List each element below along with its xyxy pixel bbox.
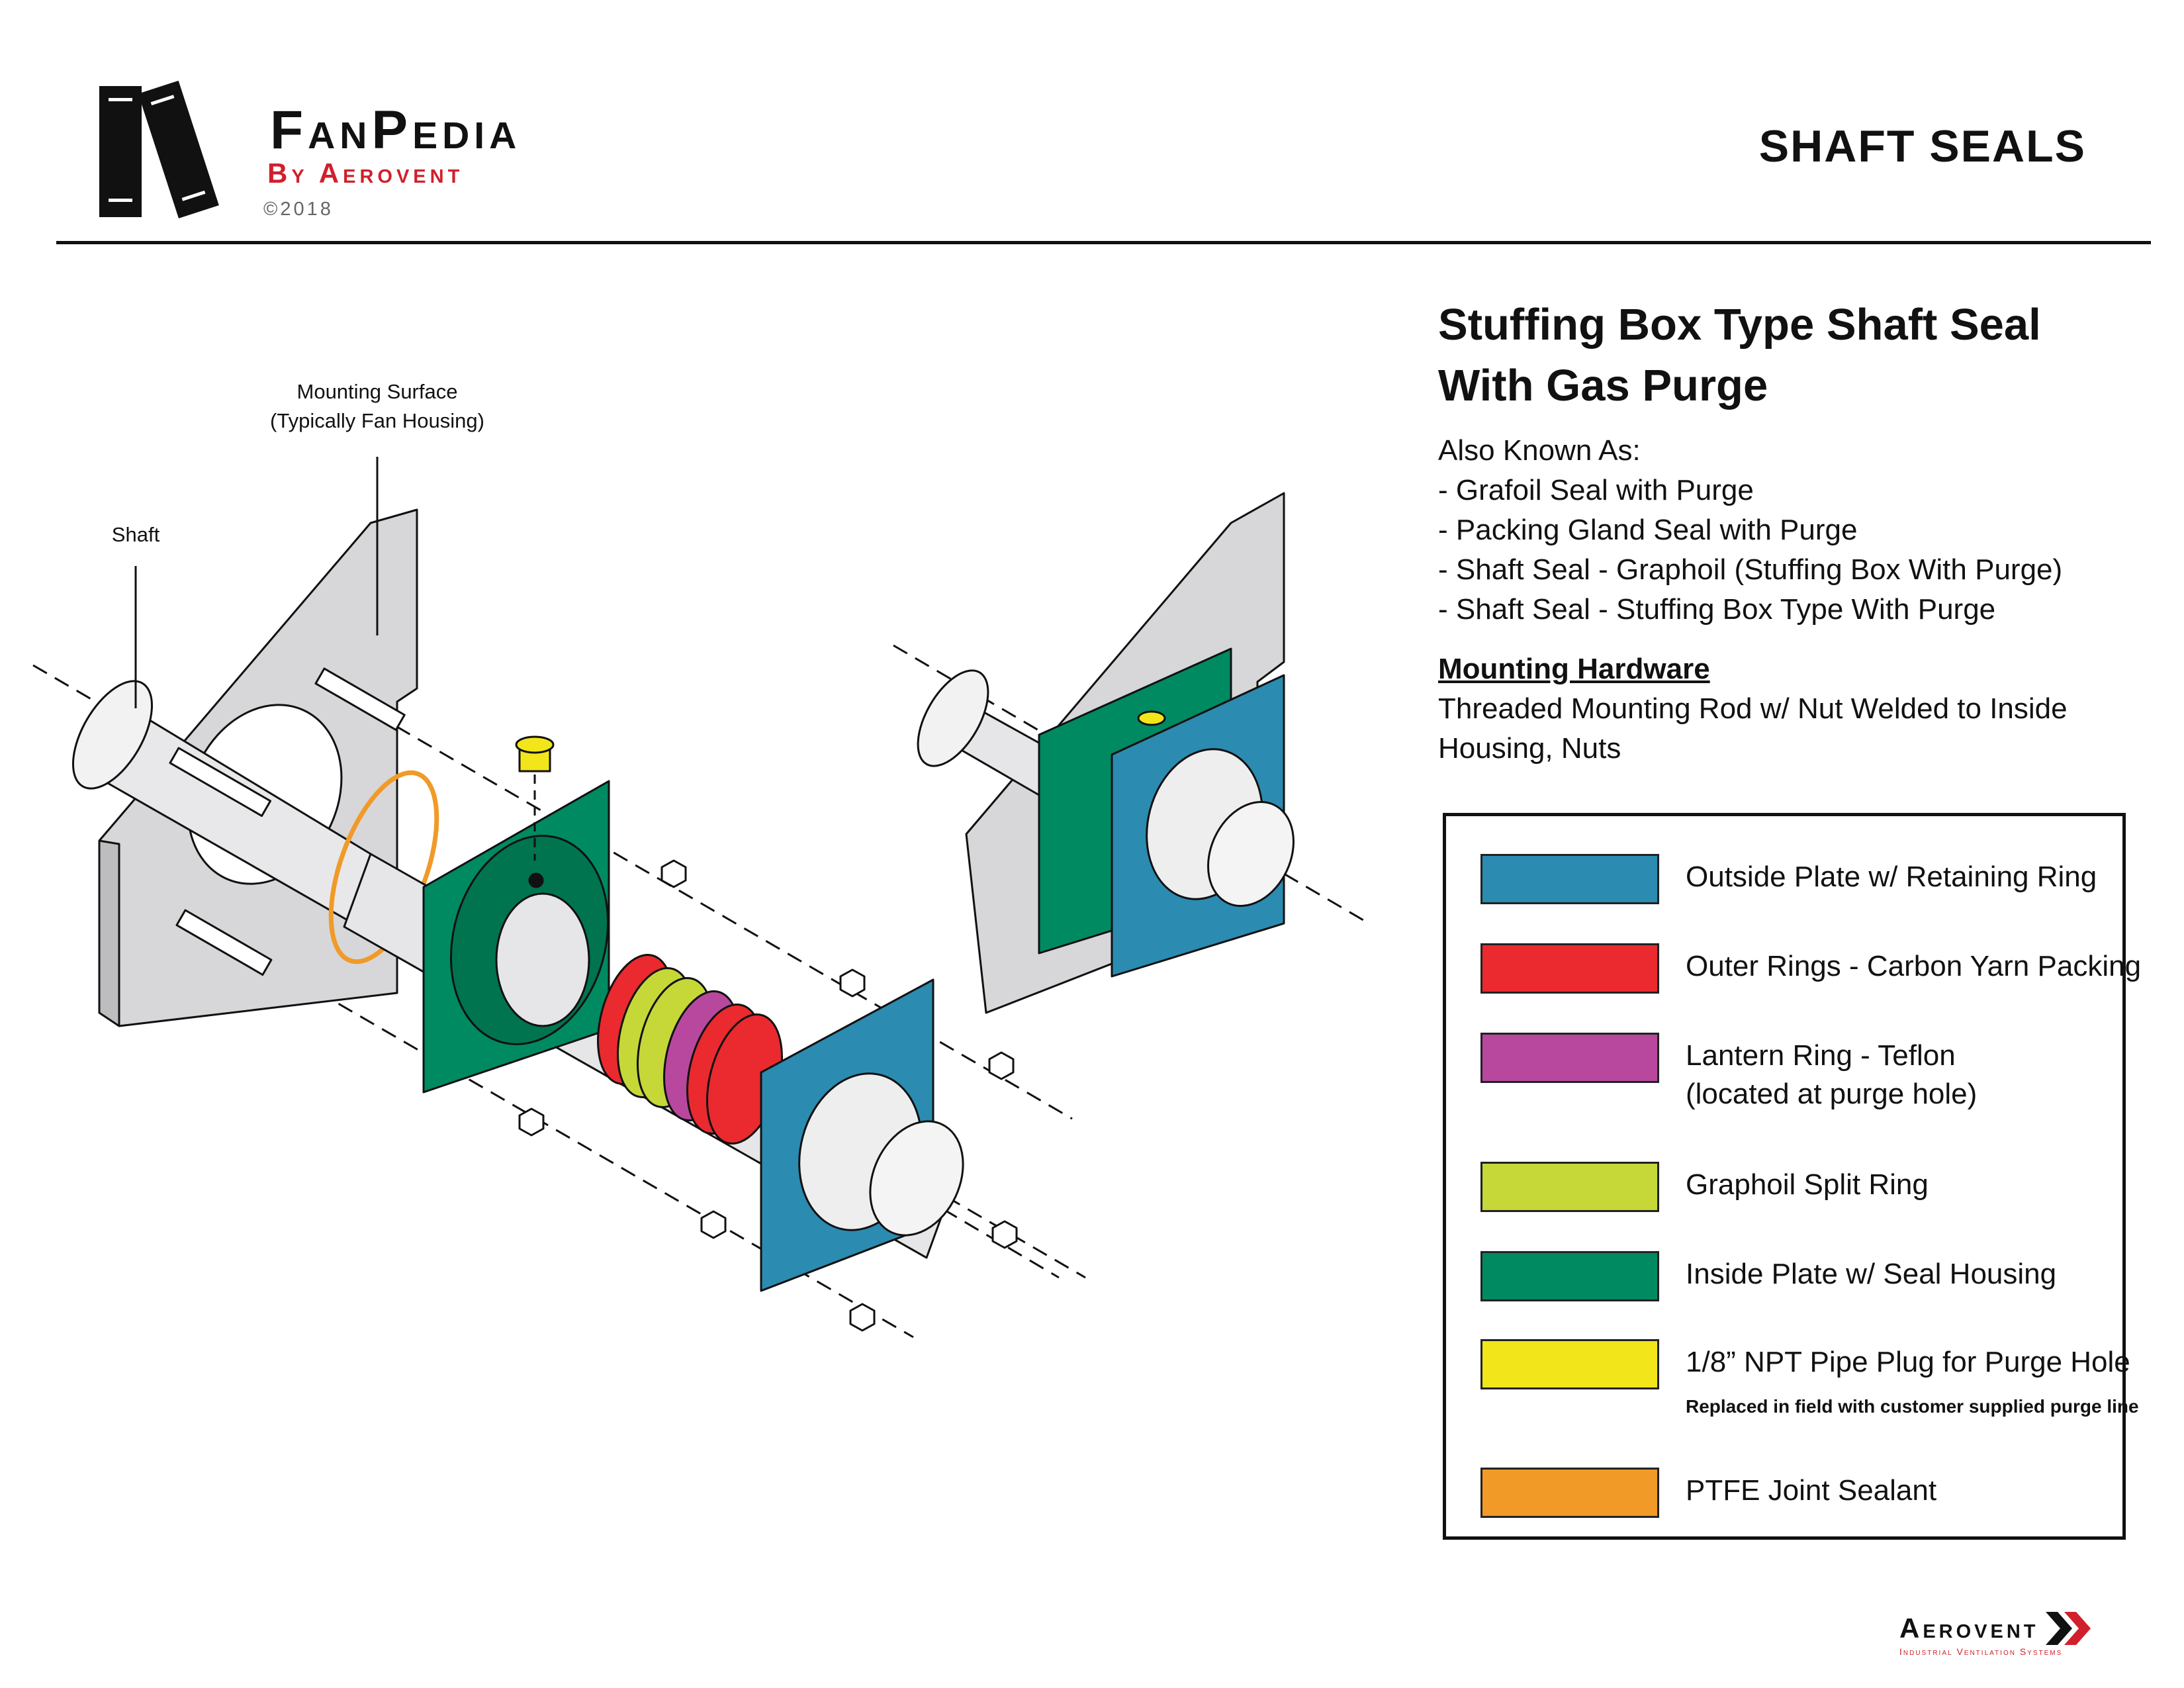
legend-note: Replaced in field with customer supplied…: [1686, 1396, 2139, 1417]
legend-swatch: [1480, 854, 1659, 904]
threaded-rod: [169, 667, 406, 976]
outside-plate-retaining-ring: [760, 978, 964, 1292]
legend-swatch: [1480, 1468, 1659, 1518]
hex-nuts: [518, 859, 1018, 1332]
inside-plate-seal-housing: [422, 780, 610, 1094]
label-mounting-surface: Mounting Surface (Typically Fan Housing): [270, 380, 484, 432]
hardware-heading: Mounting Hardware: [1438, 653, 1710, 685]
page-title: SHAFT SEALS: [1758, 121, 2086, 171]
legend-swatch: [1480, 1339, 1659, 1389]
brand-subtitle: By Aerovent: [267, 158, 464, 189]
hardware-text: Threaded Mounting Rod w/ Nut Welded to I…: [1438, 692, 2068, 765]
info-panel: Stuffing Box Type Shaft Seal With Gas Pu…: [1438, 295, 2166, 769]
brand-name: FanPedia: [270, 100, 522, 160]
footer-logo: Aerovent Industrial Ventilation Systems: [1899, 1612, 2092, 1657]
header-divider: [56, 241, 2151, 244]
legend-swatch: [1480, 943, 1659, 994]
label-shaft: Shaft: [111, 523, 160, 546]
legend-box: Outside Plate w/ Retaining Ring Outer Ri…: [1443, 813, 2141, 1540]
ptfe-joint-sealant: [328, 770, 439, 964]
diagram-title: Stuffing Box Type Shaft Seal With Gas Pu…: [1438, 300, 2041, 410]
legend-swatch: [1480, 1162, 1659, 1212]
aka-item: - Grafoil Seal with Purge: [1438, 474, 1754, 506]
aka-item: - Shaft Seal - Stuffing Box Type With Pu…: [1438, 593, 1996, 626]
legend-swatch: [1480, 1251, 1659, 1301]
aka-item: - Shaft Seal - Graphoil (Stuffing Box Wi…: [1438, 553, 2063, 586]
exploded-seal-diagram: [32, 457, 1364, 1338]
also-known-as: Also Known As: - Grafoil Seal with Purge…: [1438, 431, 2166, 630]
footer-company: Aerovent: [1899, 1613, 2039, 1644]
books-logo-icon: [99, 80, 219, 218]
legend-swatch: [1480, 1033, 1659, 1083]
assembled-seal-view: [917, 492, 1295, 1014]
footer-tagline: Industrial Ventilation Systems: [1899, 1646, 2063, 1657]
aka-item: - Packing Gland Seal with Purge: [1438, 514, 1858, 546]
pipe-plug: [515, 735, 555, 861]
copyright: ©2018: [263, 199, 334, 220]
chevron-right-icon: [2045, 1612, 2091, 1645]
